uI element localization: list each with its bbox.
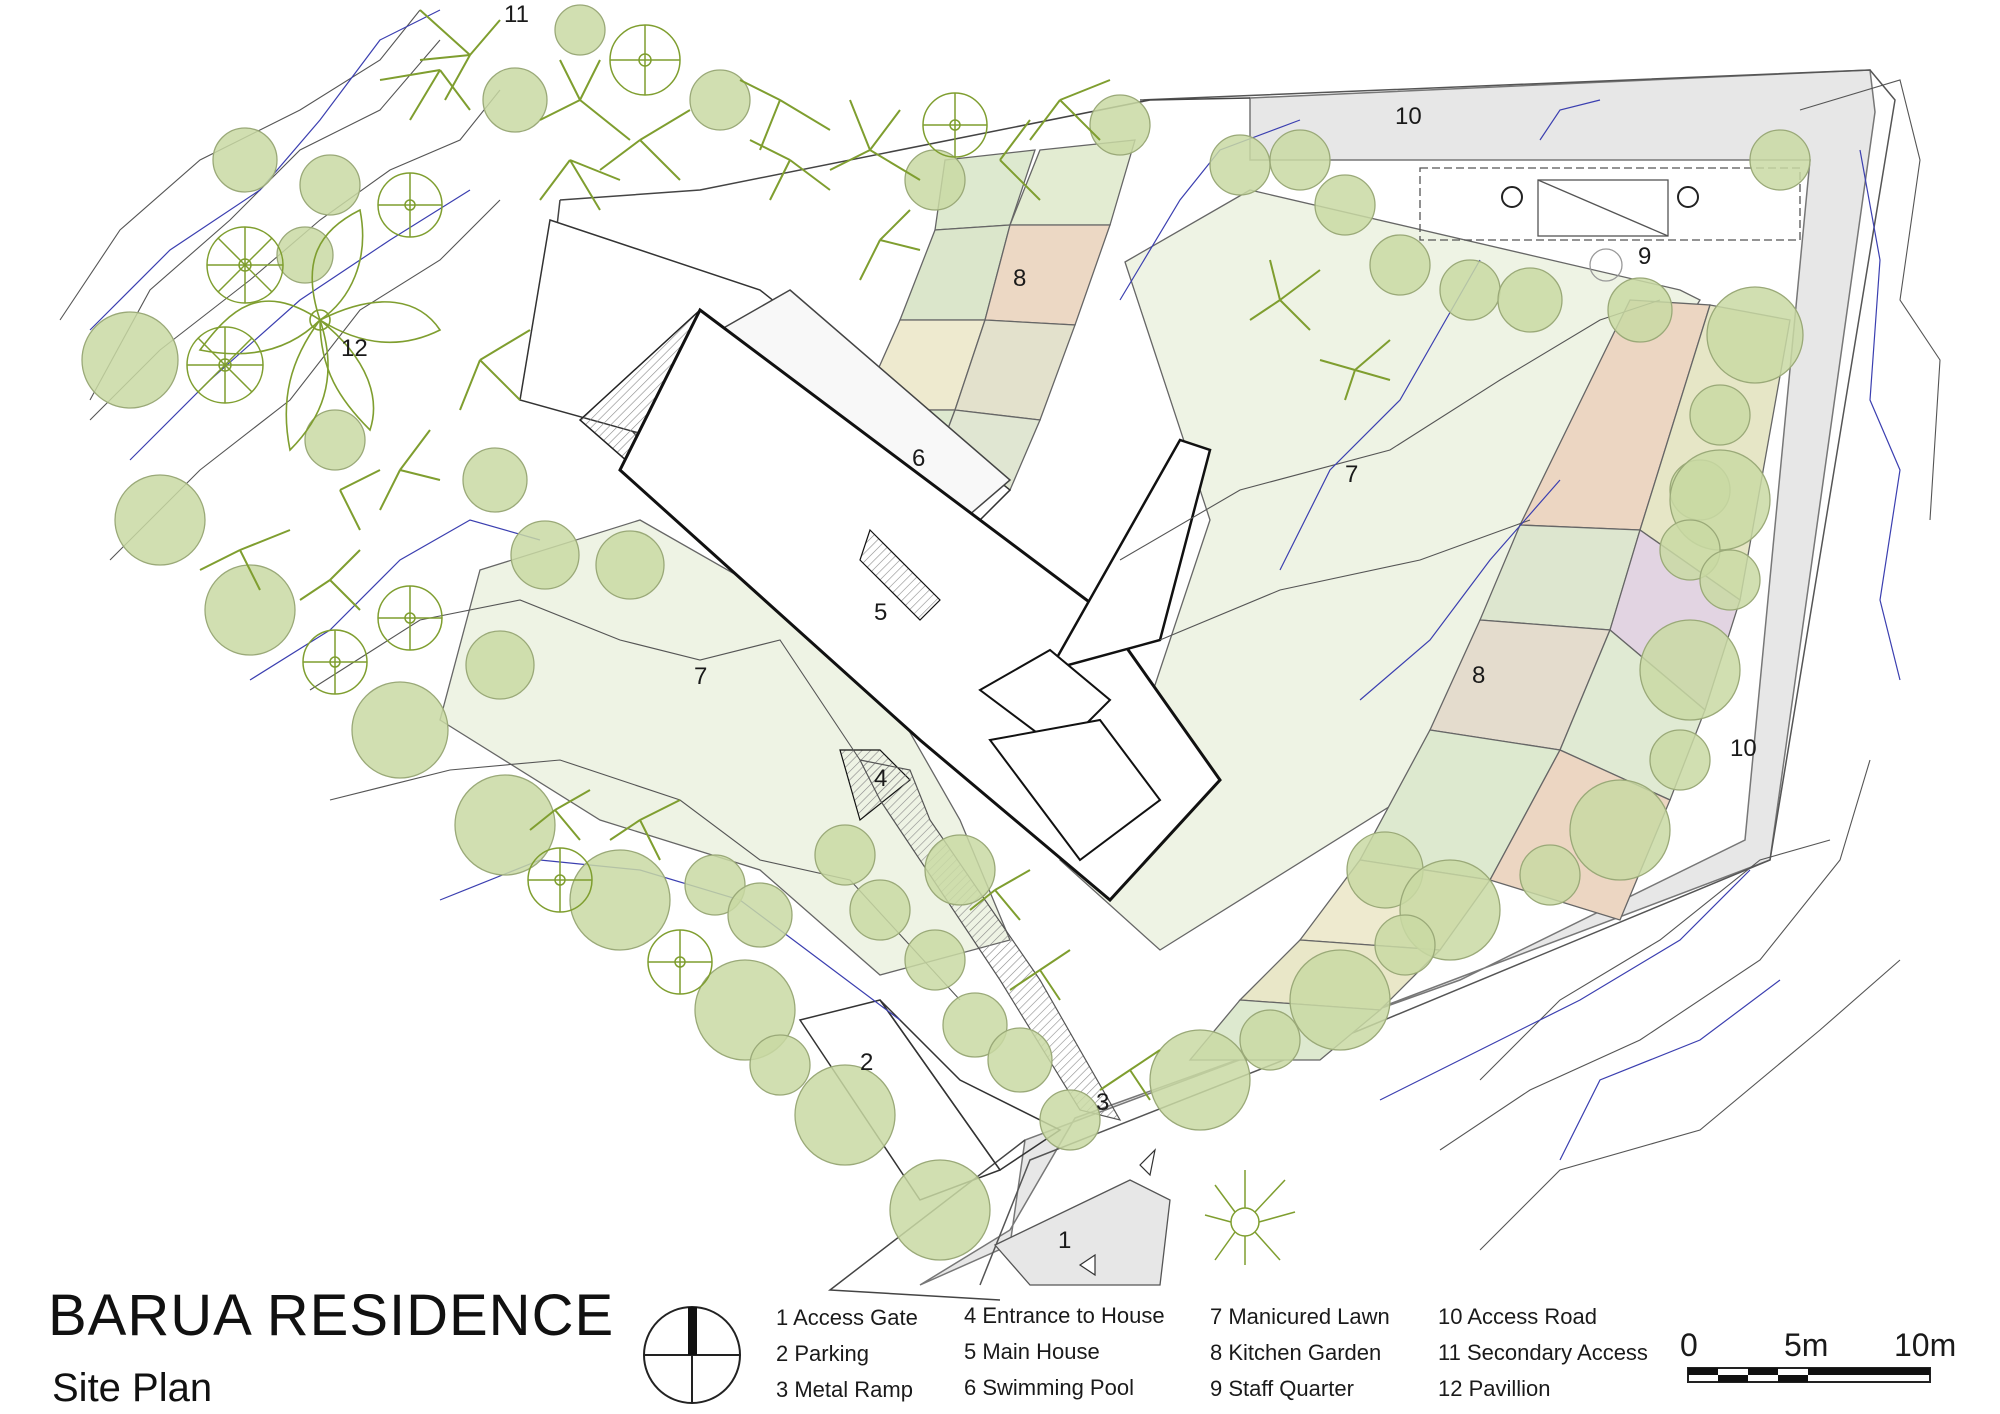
plan-label-lawn-west: 7 bbox=[694, 663, 707, 690]
plan-label-secondary-access: 11 bbox=[504, 1, 529, 28]
legend-column-2: 4 Entrance to House 5 Main House 6 Swimm… bbox=[964, 1298, 1165, 1406]
contour-lines-blue bbox=[89, 9, 1901, 1161]
legend-item: 12 Pavillion bbox=[1438, 1376, 1551, 1401]
main-house bbox=[618, 307, 1222, 903]
drawing-subtitle: Site Plan bbox=[52, 1366, 213, 1410]
radial-trees bbox=[186, 24, 1296, 1265]
plan-label-parking: 2 bbox=[860, 1049, 873, 1076]
plan-label-pool: 6 bbox=[912, 445, 925, 472]
legend-item: 6 Swimming Pool bbox=[964, 1375, 1134, 1400]
legend-column-1: 1 Access Gate 2 Parking 3 Metal Ramp bbox=[776, 1300, 918, 1408]
north-arrow-icon bbox=[643, 1306, 741, 1404]
scale-label-10m: 10m bbox=[1894, 1327, 1956, 1363]
project-title: BARUA RESIDENCE bbox=[48, 1283, 615, 1348]
gate-triangle-icon bbox=[1139, 1148, 1156, 1177]
legend-item: 11 Secondary Access bbox=[1438, 1340, 1648, 1365]
scale-label-0: 0 bbox=[1680, 1327, 1698, 1363]
legend-column-4: 10 Access Road 11 Secondary Access 12 Pa… bbox=[1438, 1299, 1648, 1407]
staff-quarter bbox=[1419, 167, 1801, 282]
plan-label-main-house: 5 bbox=[874, 599, 887, 626]
scale-label-5m: 5m bbox=[1784, 1327, 1828, 1363]
plan-label-gate: 1 bbox=[1058, 1227, 1071, 1254]
plan-label-road-north: 10 bbox=[1395, 103, 1422, 130]
legend-item: 2 Parking bbox=[776, 1341, 869, 1366]
plan-label-ramp: 3 bbox=[1096, 1089, 1109, 1116]
legend-item: 8 Kitchen Garden bbox=[1210, 1340, 1382, 1365]
access-road-edge bbox=[979, 69, 1896, 1286]
legend-item: 9 Staff Quarter bbox=[1210, 1376, 1354, 1401]
plan-label-entrance: 4 bbox=[874, 765, 887, 792]
canopy-trees bbox=[81, 4, 1811, 1261]
scale-bar: 0 5m 10m bbox=[1680, 1327, 1956, 1383]
plan-labels: 1 2 3 4 5 6 7 7 8 8 9 10 10 11 12 bbox=[341, 1, 1757, 1254]
plan-label-garden-east: 8 bbox=[1472, 662, 1485, 689]
legend-column-3: 7 Manicured Lawn 8 Kitchen Garden 9 Staf… bbox=[1210, 1299, 1390, 1407]
legend-item: 10 Access Road bbox=[1438, 1304, 1597, 1329]
legend-item: 1 Access Gate bbox=[776, 1305, 918, 1330]
legend-item: 5 Main House bbox=[964, 1339, 1100, 1364]
legend-item: 4 Entrance to House bbox=[964, 1303, 1165, 1328]
access-road bbox=[919, 69, 1876, 1286]
pavillion bbox=[198, 208, 442, 452]
plan-label-garden-north: 8 bbox=[1013, 265, 1026, 292]
legend-item: 3 Metal Ramp bbox=[776, 1377, 913, 1402]
metal-ramp bbox=[858, 759, 1122, 1121]
legend-item: 7 Manicured Lawn bbox=[1210, 1304, 1390, 1329]
plan-label-lawn-east: 7 bbox=[1345, 461, 1358, 488]
plan-label-road-east: 10 bbox=[1730, 735, 1757, 762]
palm-fronds bbox=[199, 9, 1391, 1101]
plan-label-pavillion: 12 bbox=[341, 335, 368, 362]
access-gate-area bbox=[993, 1179, 1171, 1286]
plan-label-staff-quarter: 9 bbox=[1638, 243, 1651, 270]
gate-triangle-icon bbox=[1078, 1253, 1096, 1277]
